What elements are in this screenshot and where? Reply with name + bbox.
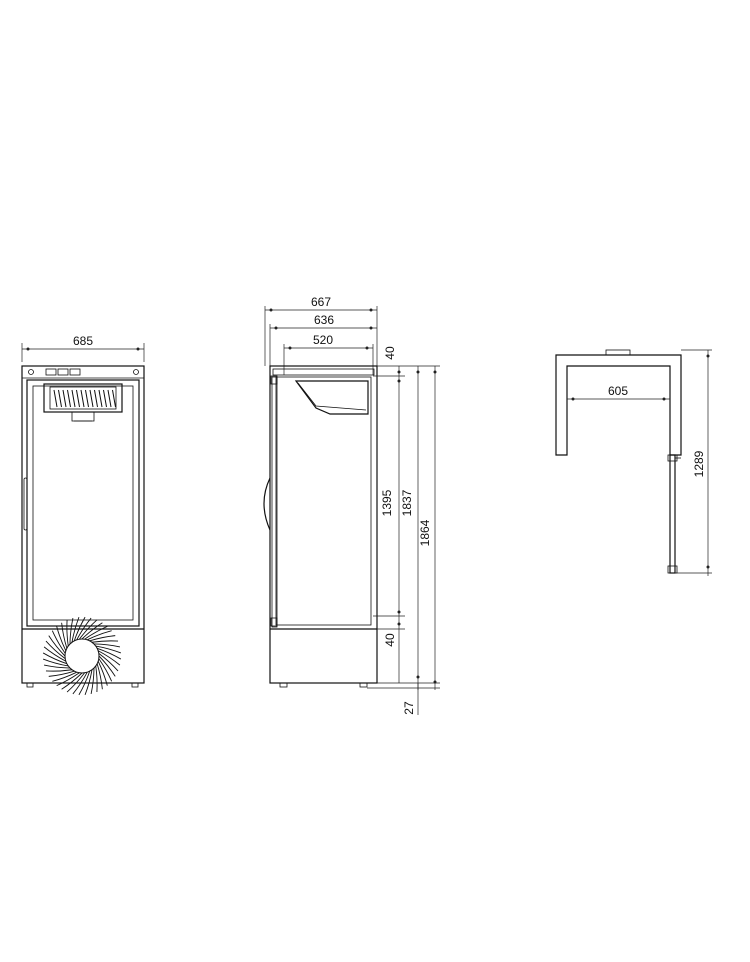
overall-depth-label: 667 — [311, 295, 331, 309]
side-view: 667 636 520 — [263, 295, 440, 715]
door-opening-label: 1289 — [692, 450, 706, 477]
side-cabinet-outline — [269, 365, 378, 684]
inner-depth-label: 520 — [313, 333, 333, 347]
side-door-handle — [263, 477, 271, 531]
top-view-cabinet — [555, 354, 682, 456]
top-view: 605 1289 — [555, 349, 712, 576]
controller-box — [71, 411, 95, 422]
side-top-unit — [294, 380, 369, 415]
feet-height-label: 27 — [402, 701, 416, 715]
front-width-label: 685 — [73, 334, 93, 348]
cabinet-height-label: 1837 — [400, 489, 414, 516]
side-door-profile — [271, 376, 278, 628]
overall-height-label: 1864 — [418, 519, 432, 546]
top-gap-label: 40 — [383, 346, 397, 360]
condenser-fan-icon — [42, 616, 122, 696]
front-door-handle — [23, 477, 28, 531]
top-view-open-door — [669, 454, 676, 574]
front-view: 685 — [21, 334, 145, 696]
bottom-gap-label: 40 — [383, 633, 397, 647]
door-swing-label: 605 — [608, 384, 628, 398]
front-door-frame — [26, 379, 140, 627]
cabinet-depth-label: 636 — [314, 313, 334, 327]
top-view-unit — [605, 349, 631, 356]
front-cabinet-outline — [21, 365, 145, 684]
door-height-label: 1395 — [380, 489, 394, 516]
